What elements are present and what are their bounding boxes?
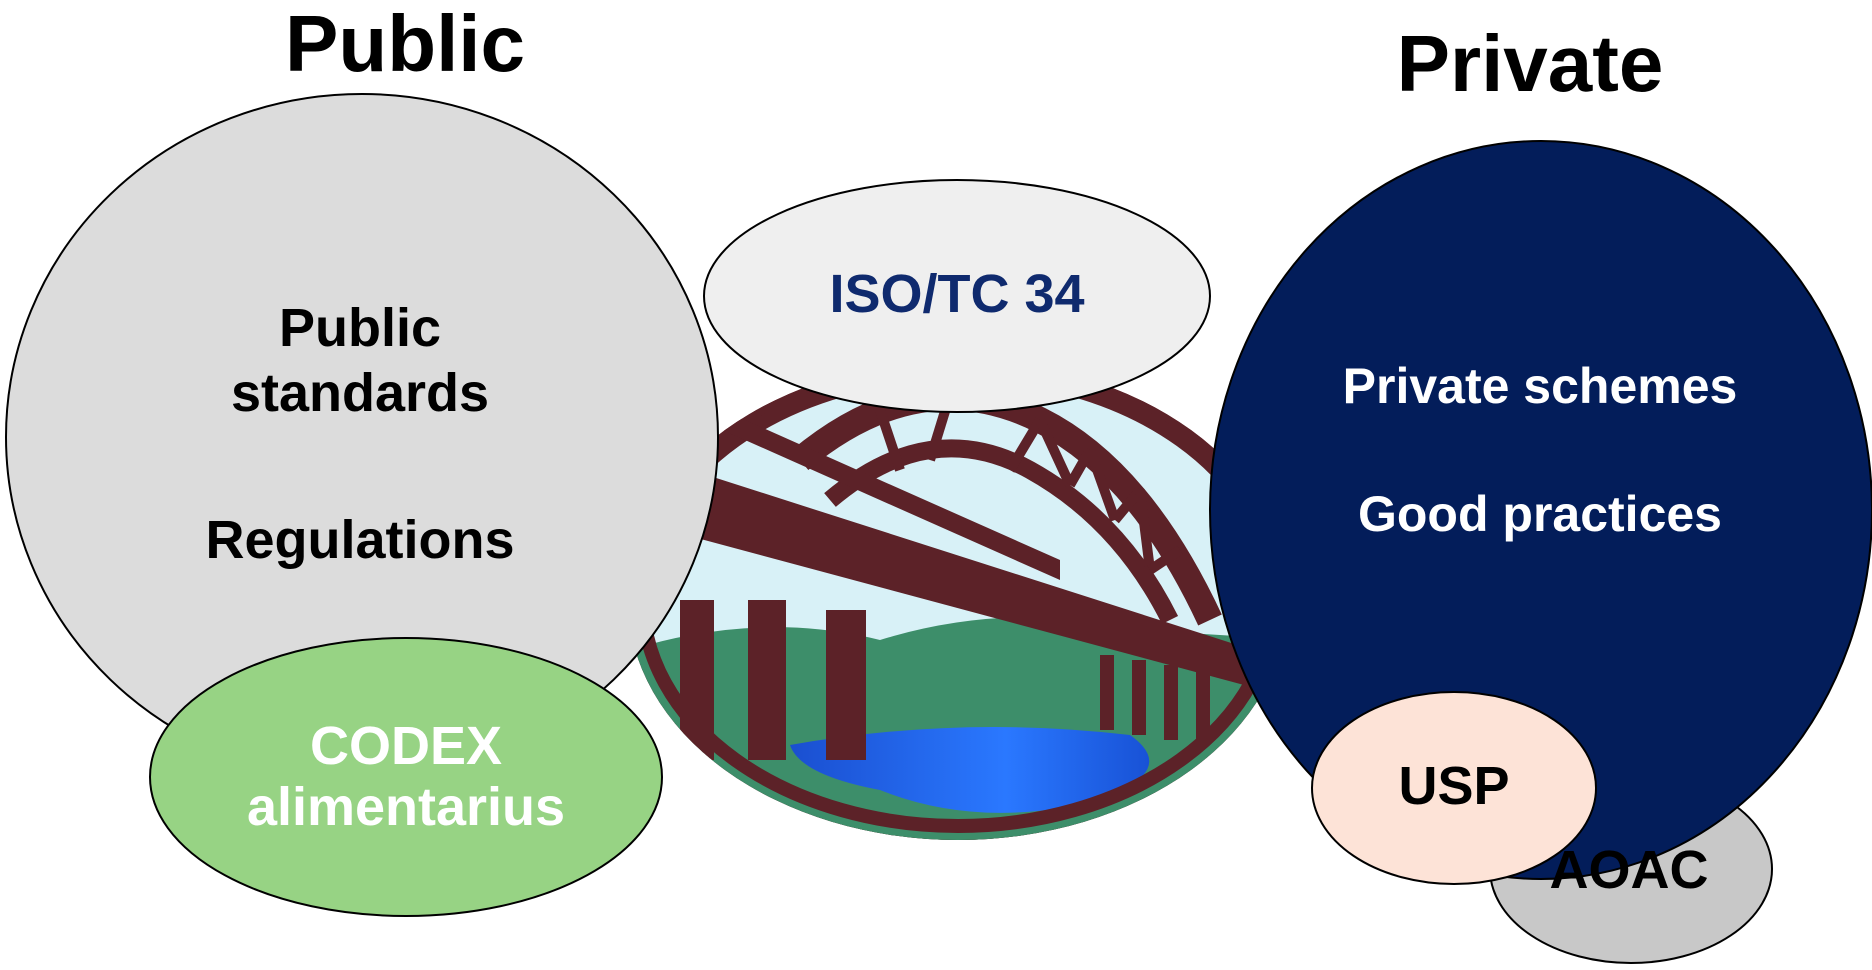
logo-pillar	[1132, 660, 1146, 735]
logo-water	[790, 727, 1150, 813]
iso-label: ISO/TC 34	[829, 264, 1085, 324]
logo-deck	[630, 460, 1288, 700]
aoac-label: AOAC	[1549, 840, 1709, 900]
logo-pillar	[1164, 665, 1178, 740]
usp-label: USP	[1398, 756, 1510, 816]
logo-pillar	[680, 600, 714, 760]
private-circle	[1209, 140, 1872, 880]
regulations-label: Regulations	[205, 510, 515, 570]
logo-pillar	[826, 610, 866, 760]
private-schemes-label: Private schemes	[1342, 358, 1738, 414]
public-standards-line2: standards	[230, 362, 490, 423]
good-practices-label: Good practices	[1358, 486, 1722, 542]
bridge-logo	[628, 360, 1288, 840]
public-standards-line1: Public	[278, 298, 442, 358]
public-standards-label: Public standards	[160, 296, 560, 426]
codex-label: CODEX alimentarius	[226, 714, 586, 840]
private-heading: Private	[1396, 19, 1664, 108]
codex-ellipse	[149, 637, 663, 917]
codex-line1: CODEX	[309, 716, 503, 776]
logo-pillar	[1100, 655, 1114, 730]
public-heading: Public	[284, 0, 526, 88]
logo-pillar	[748, 600, 786, 760]
codex-line2: alimentarius	[246, 776, 566, 837]
logo-pillar	[1196, 670, 1210, 745]
usp-ellipse	[1311, 691, 1597, 885]
iso-ellipse	[703, 179, 1211, 413]
